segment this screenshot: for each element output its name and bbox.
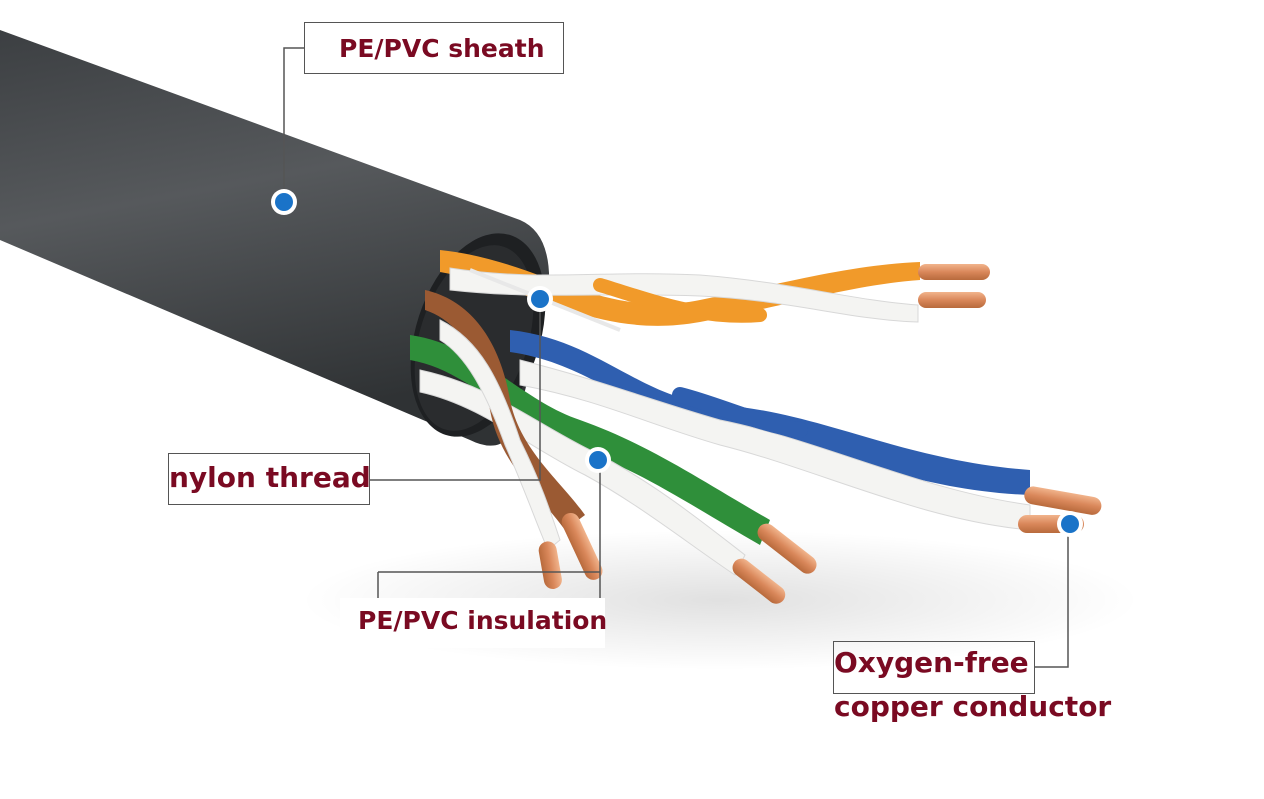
label-conductor: Oxygen-free copper conductor — [834, 641, 1111, 729]
leader-lines — [283, 47, 1069, 668]
label-sheath: PE/PVC sheath — [304, 22, 564, 74]
marker-insulation — [585, 447, 611, 473]
blue-pair — [510, 330, 1102, 533]
label-nylon-thread: nylon thread — [168, 453, 371, 505]
marker-sheath — [271, 189, 297, 215]
marker-nylon — [527, 286, 553, 312]
label-insulation: PE/PVC insulation — [340, 598, 607, 648]
label-conductor-line1: Oxygen-free — [834, 646, 1029, 679]
label-conductor-line2: copper conductor — [834, 690, 1112, 723]
brown-pair — [425, 290, 603, 589]
marker-conductor — [1057, 511, 1083, 537]
label-conductor-box — [833, 641, 1035, 694]
